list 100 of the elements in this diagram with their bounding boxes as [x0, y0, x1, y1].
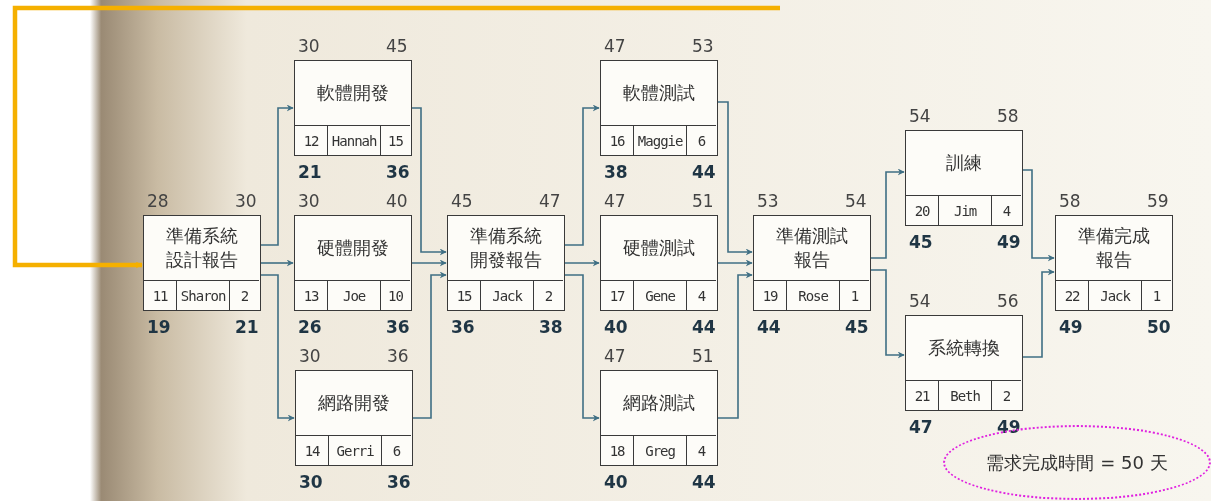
- arrow: [1022, 268, 1055, 358]
- early-time-number: 44: [692, 162, 716, 182]
- duration-cell: 2: [991, 380, 1021, 410]
- task-id-cell: 15: [448, 280, 481, 310]
- late-time-number: 54: [909, 106, 931, 126]
- task-id-cell: 12: [295, 125, 328, 155]
- arrow: [260, 104, 294, 246]
- duration-cell: 6: [686, 125, 716, 155]
- assignee-cell: Gene: [633, 280, 687, 310]
- assignee-cell: Rose: [786, 280, 840, 310]
- late-time-number: 54: [845, 191, 867, 211]
- duration-cell: 1: [1141, 280, 1171, 310]
- assignee-cell: Hannah: [327, 125, 381, 155]
- arrow: [564, 259, 600, 267]
- task-id-cell: 19: [754, 280, 787, 310]
- task-name: 軟體開發: [316, 80, 390, 105]
- early-time-number: 36: [451, 317, 475, 337]
- early-time-number: 19: [147, 317, 171, 337]
- task-id-cell: 16: [601, 125, 634, 155]
- late-time-number: 45: [451, 191, 473, 211]
- assignee-cell: Greg: [633, 435, 687, 465]
- task-name: 準備測試報告: [775, 223, 849, 272]
- assignee-cell: Beth: [938, 380, 992, 410]
- task-id-cell: 21: [906, 380, 939, 410]
- assignee-cell: Jim: [938, 195, 992, 225]
- late-time-number: 47: [539, 191, 561, 211]
- early-time-number: 21: [235, 317, 259, 337]
- assignee-cell: Jack: [1088, 280, 1142, 310]
- task-box: [600, 370, 718, 466]
- task-box: [295, 370, 413, 466]
- early-time-number: 36: [386, 317, 410, 337]
- task-name: 軟體測試: [622, 80, 696, 105]
- arrow: [260, 274, 295, 422]
- duration-cell: 4: [991, 195, 1021, 225]
- late-time-number: 53: [692, 36, 714, 56]
- early-time-number: 44: [692, 317, 716, 337]
- task-box: [447, 215, 565, 311]
- arrow: [412, 271, 447, 419]
- task-box: [294, 60, 412, 156]
- early-time-number: 44: [692, 472, 716, 492]
- early-time-number: 40: [604, 317, 628, 337]
- task-id-cell: 14: [296, 435, 329, 465]
- late-time-number: 40: [386, 191, 408, 211]
- task-name: 網路測試: [622, 390, 696, 415]
- late-time-number: 28: [147, 191, 169, 211]
- task-box: [1055, 215, 1173, 311]
- early-time-number: 21: [298, 162, 322, 182]
- duration-cell: 4: [686, 280, 716, 310]
- task-id-cell: 17: [601, 280, 634, 310]
- assignee-cell: Joe: [327, 280, 381, 310]
- early-time-number: 26: [298, 317, 322, 337]
- task-id-cell: 18: [601, 435, 634, 465]
- early-time-number: 38: [604, 162, 628, 182]
- task-id-cell: 20: [906, 195, 939, 225]
- late-time-number: 56: [997, 291, 1019, 311]
- duration-cell: 6: [381, 435, 411, 465]
- task-box: [600, 215, 718, 311]
- arrow: [870, 269, 905, 359]
- arrow: [260, 259, 294, 267]
- task-box: [753, 215, 871, 311]
- duration-cell: 1: [839, 280, 869, 310]
- arrow: [411, 107, 447, 256]
- late-time-number: 51: [692, 191, 714, 211]
- task-box: [294, 215, 412, 311]
- duration-cell: 2: [533, 280, 563, 310]
- early-time-number: 40: [604, 472, 628, 492]
- task-box: [600, 60, 718, 156]
- task-id-cell: 13: [295, 280, 328, 310]
- task-id-cell: 11: [144, 280, 177, 310]
- assignee-cell: Gerri: [328, 435, 382, 465]
- arrow: [717, 259, 753, 267]
- task-id-cell: 22: [1056, 280, 1089, 310]
- late-time-number: 30: [299, 346, 321, 366]
- early-time-number: 44: [757, 317, 781, 337]
- early-time-number: 36: [386, 162, 410, 182]
- task-name: 準備系統設計報告: [165, 223, 239, 272]
- early-time-number: 47: [909, 417, 933, 437]
- task-name: 準備完成報告: [1077, 223, 1151, 272]
- duration-cell: 2: [229, 280, 259, 310]
- assignee-cell: Maggie: [633, 125, 687, 155]
- late-time-number: 45: [386, 36, 408, 56]
- arrow: [1022, 169, 1055, 262]
- arrow: [12, 5, 780, 269]
- duration-cell: 15: [380, 125, 410, 155]
- early-time-number: 49: [1059, 317, 1083, 337]
- late-time-number: 36: [387, 346, 409, 366]
- late-time-number: 47: [604, 346, 626, 366]
- task-name: 硬體測試: [622, 235, 696, 260]
- late-time-number: 30: [235, 191, 257, 211]
- task-box: [143, 215, 261, 311]
- duration-cell: 10: [380, 280, 410, 310]
- task-name: 準備系統開發報告: [469, 223, 543, 272]
- early-time-number: 30: [299, 472, 323, 492]
- task-box: [905, 315, 1023, 411]
- goal-note: 需求完成時間 = 50 天: [986, 450, 1168, 475]
- early-time-number: 50: [1147, 317, 1171, 337]
- early-time-number: 36: [387, 472, 411, 492]
- arrow: [564, 274, 600, 422]
- late-time-number: 47: [604, 36, 626, 56]
- early-time-number: 45: [909, 232, 933, 252]
